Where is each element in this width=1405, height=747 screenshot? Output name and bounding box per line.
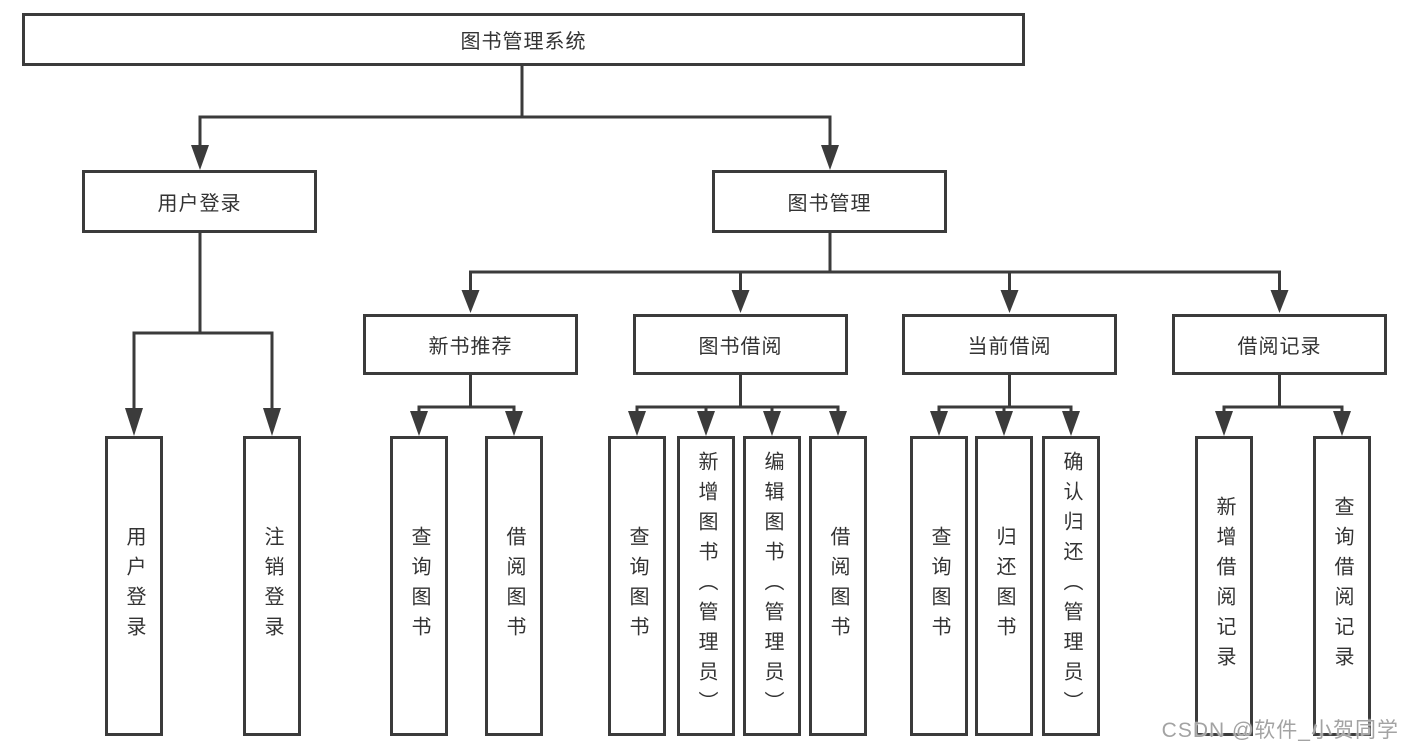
leaf-borrow-books: 借阅图书 [809,436,867,736]
leaf-logout: 注销登录 [243,436,301,736]
leaf-confirm-return-admin: 确认归还（管理员） [1042,436,1100,736]
node-root: 图书管理系统 [22,13,1025,66]
node-book-borrow: 图书借阅 [633,314,848,375]
leaf-query-books-recommend: 查询图书 [390,436,448,736]
branch-borrow-records [1215,375,1351,436]
leaf-edit-book-admin: 编辑图书（管理员） [743,436,801,736]
node-current-borrow: 当前借阅 [902,314,1117,375]
leaf-add-borrow-record: 新增借阅记录 [1195,436,1253,736]
branch-book-borrow [628,375,847,436]
leaf-user-login: 用户登录 [105,436,163,736]
leaf-borrow-books-recommend: 借阅图书 [485,436,543,736]
branch-user-login [125,233,281,436]
branch-root [191,65,839,170]
leaf-return-books: 归还图书 [975,436,1033,736]
branch-new-book-recommend [410,375,523,436]
node-new-book-recommend: 新书推荐 [363,314,578,375]
node-user-login: 用户登录 [82,170,317,233]
node-book-management: 图书管理 [712,170,947,233]
leaf-query-books-borrow: 查询图书 [608,436,666,736]
node-borrow-records: 借阅记录 [1172,314,1387,375]
leaf-add-book-admin: 新增图书（管理员） [677,436,735,736]
branch-book-management [461,233,1289,313]
leaf-query-borrow-record: 查询借阅记录 [1313,436,1371,736]
branch-current-borrow [930,374,1080,436]
leaf-query-books-current: 查询图书 [910,436,968,736]
watermark: CSDN @软件_小贺同学 [1161,719,1399,742]
